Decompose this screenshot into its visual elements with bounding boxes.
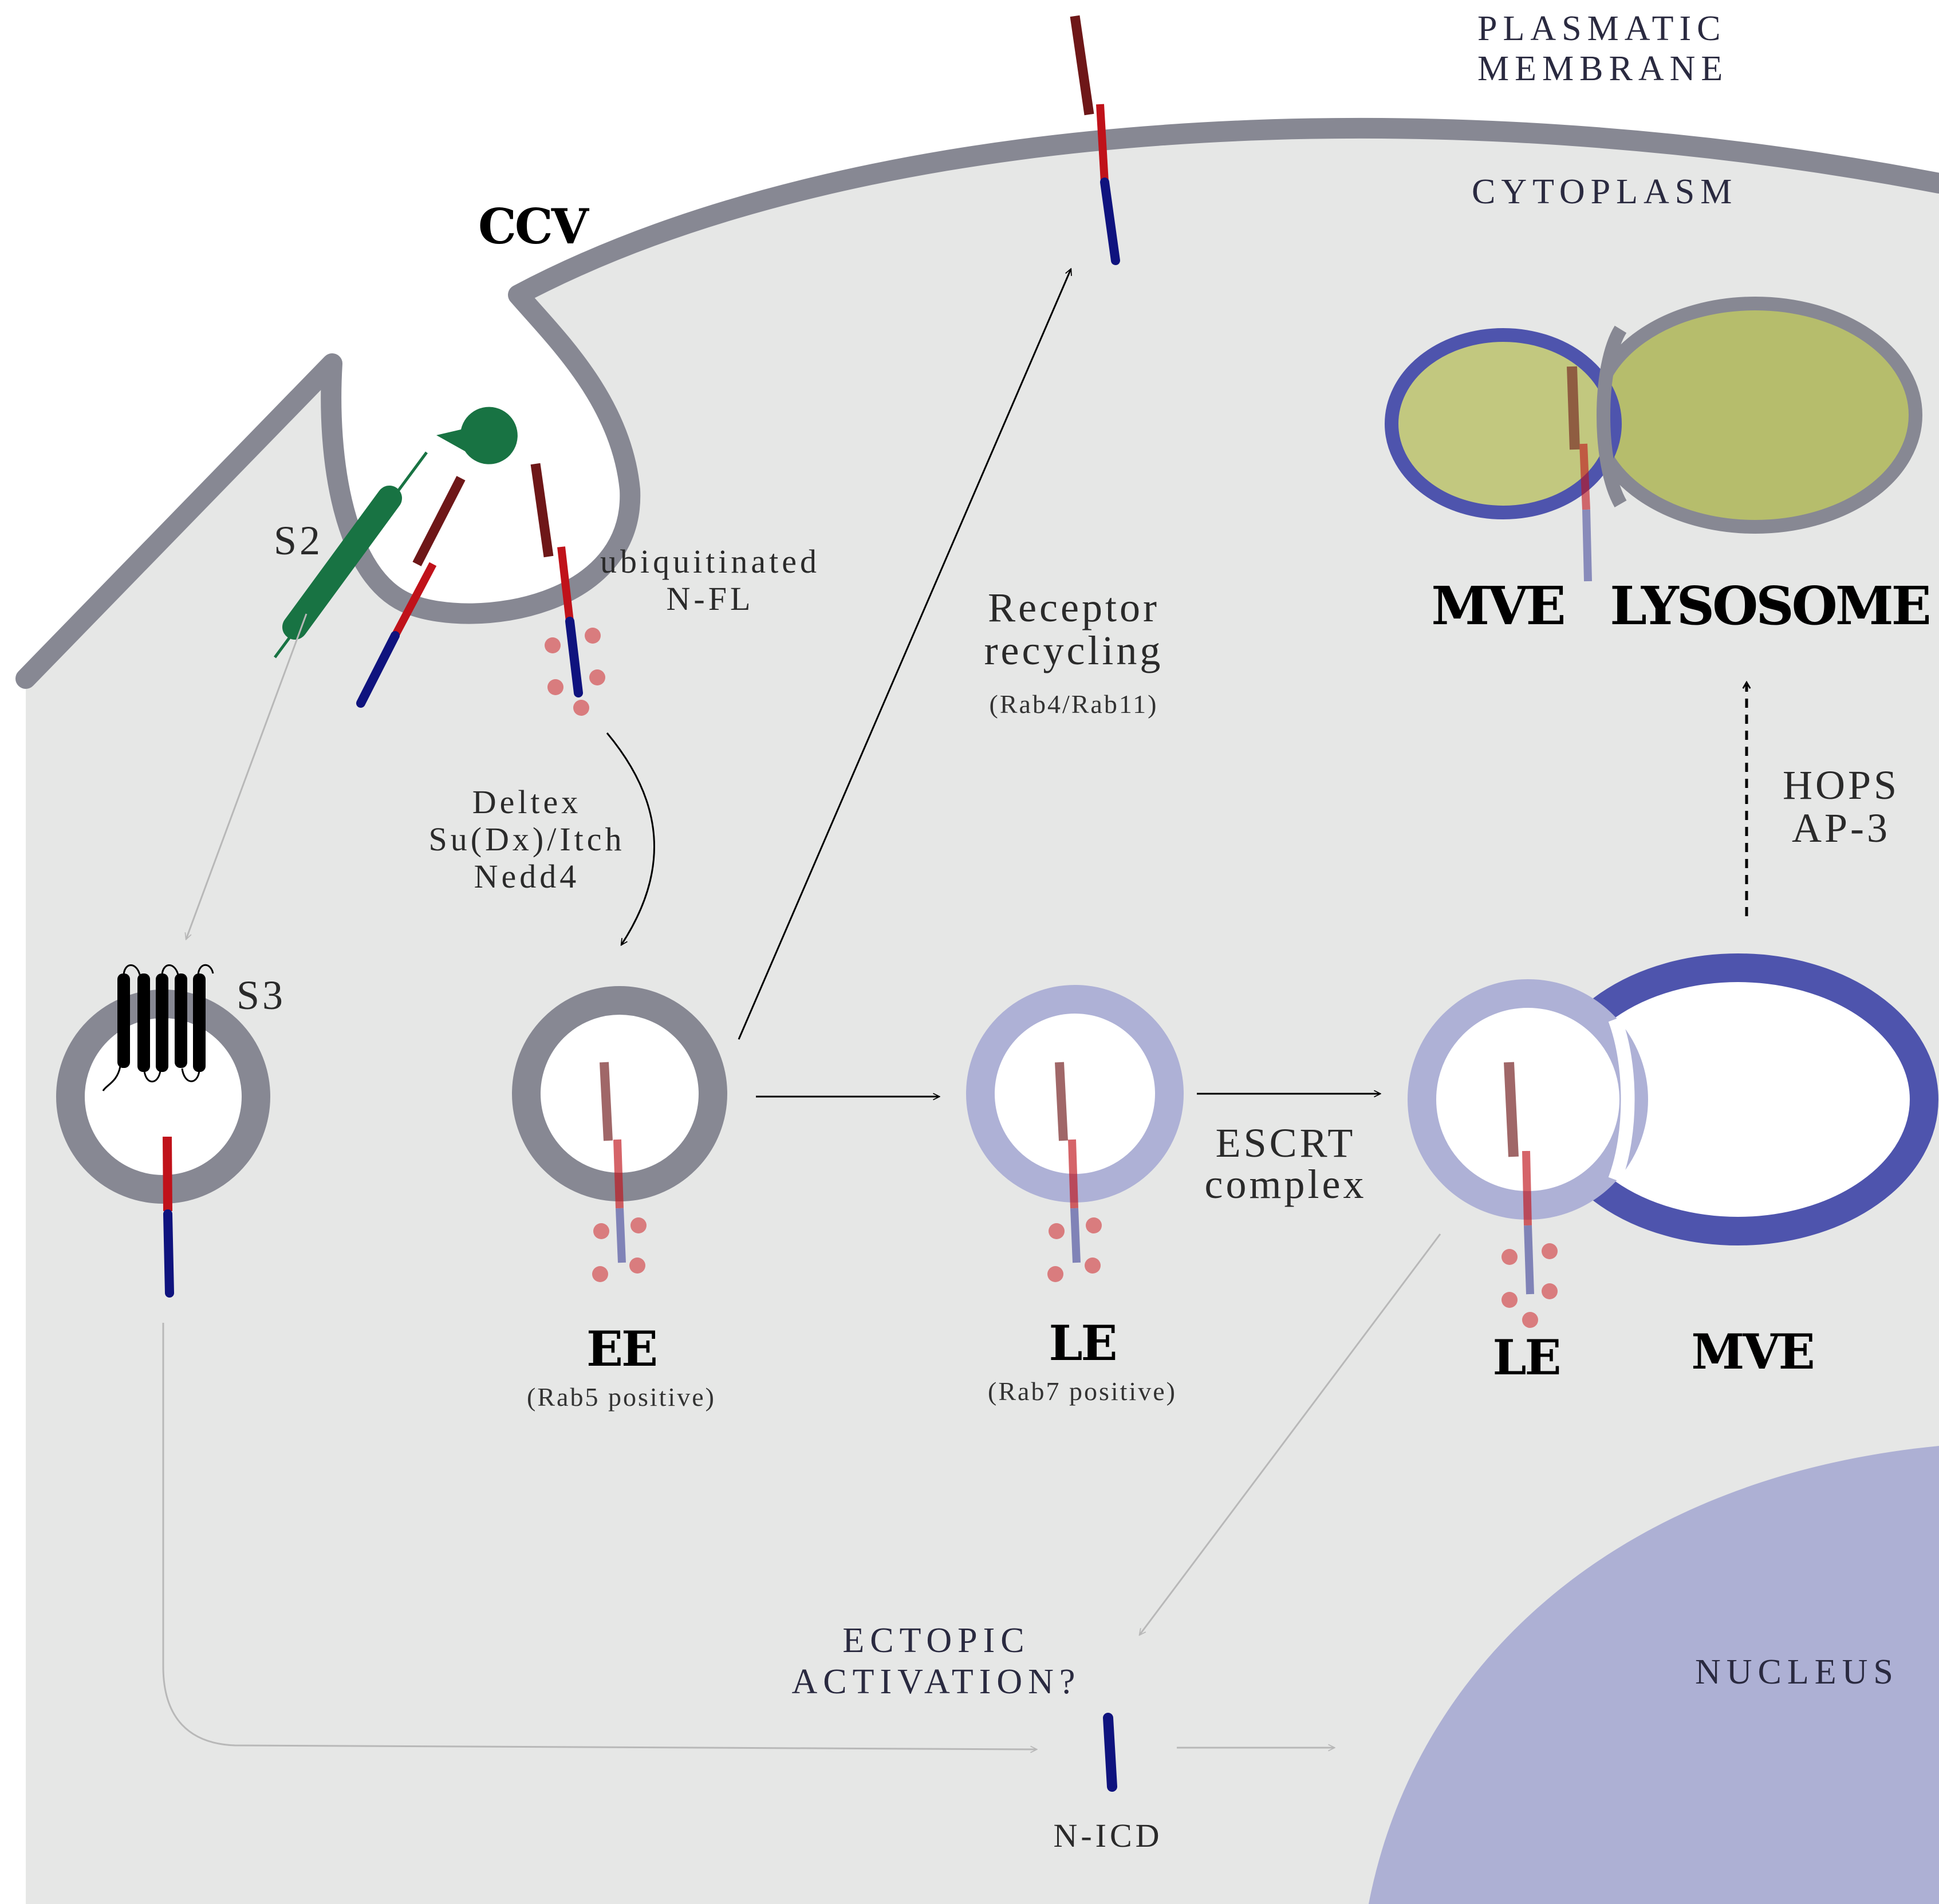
mve-fused: [1385, 328, 1622, 519]
nucleus-label: NUCLEUS: [1695, 1653, 1899, 1692]
le-label-1: LE: [1049, 1315, 1116, 1371]
cytoplasm-region: [26, 128, 1939, 1904]
le-label-2: LE: [1492, 1329, 1559, 1386]
ubiquitin-dots-le-1: [1047, 1217, 1102, 1282]
mve-label-top: MVE: [1431, 575, 1563, 637]
s2-label: S2: [274, 518, 323, 563]
ubiquitin-dots-ee: [592, 1217, 647, 1282]
notch-receptor-lysosome: [1567, 366, 1592, 582]
notch-receptor-le-2: [1504, 1062, 1534, 1295]
nicd-fragment: [1103, 1713, 1117, 1792]
arrow-s3-to-nicd: [162, 1323, 1037, 1749]
lysosome-label: LYSOSOME: [1610, 575, 1929, 637]
lysosome: [1588, 297, 1922, 534]
cytoplasm-label: CYTOPLASM: [1472, 172, 1737, 211]
adam-protease: [273, 407, 518, 659]
ubiquitin-dots-ccv: [545, 628, 605, 716]
notch-receptor-s3: [163, 1136, 174, 1298]
le-rab-label: (Rab7 positive): [988, 1377, 1177, 1406]
gamma-secretase-complex: [102, 964, 214, 1091]
ee-rab-label: (Rab5 positive): [527, 1382, 716, 1412]
mve-label-bottom: MVE: [1691, 1323, 1813, 1380]
ccv-label: CCV: [478, 198, 590, 255]
nicd-label: N-ICD: [1053, 1817, 1162, 1854]
arrow-s2-to-s3: [186, 613, 308, 939]
arrow-ee-to-membrane: [738, 269, 1071, 1040]
notch-receptor-ee: [600, 1062, 626, 1263]
s3-label: S3: [237, 972, 286, 1018]
nucleus: [1369, 1446, 1939, 1904]
plasma-membrane: [15, 117, 1939, 689]
ee-label: EE: [586, 1320, 656, 1377]
notch-receptor-le-1: [1055, 1062, 1081, 1263]
notch-receptor-ccv-ubiquitinated: [530, 463, 583, 697]
recycling-rab-label: (Rab4/Rab11): [990, 689, 1158, 719]
ubiquitin-dots-le-2: [1501, 1243, 1558, 1328]
notch-receptor-ccv-1: [356, 476, 466, 708]
notch-receptor-recycled: [1070, 15, 1120, 265]
arrow-le-to-ectopic: [1140, 1233, 1441, 1635]
arrow-ccv-to-ee: [606, 732, 655, 945]
